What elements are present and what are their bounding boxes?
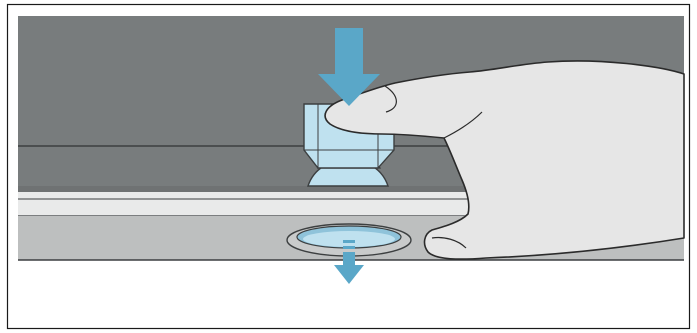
finger-crease-2 — [443, 111, 483, 139]
hand-shape — [324, 60, 685, 260]
press-arrow-head — [318, 74, 380, 106]
release-arrow-shaft — [343, 252, 355, 266]
press-down-arrow-icon — [318, 28, 380, 106]
release-arrow-head — [334, 265, 364, 284]
thumb-nail — [431, 236, 467, 249]
disc-center — [303, 231, 395, 247]
release-down-arrow-icon — [334, 240, 364, 284]
hand-illustration — [324, 60, 685, 260]
release-arrow-stripe-2 — [343, 246, 355, 249]
finger-crease-1 — [384, 85, 397, 113]
figure-border — [6, 3, 691, 330]
press-arrow-shaft — [335, 28, 363, 76]
release-arrow-stripe-1 — [343, 240, 355, 243]
rail-shadow-strip — [18, 186, 684, 192]
